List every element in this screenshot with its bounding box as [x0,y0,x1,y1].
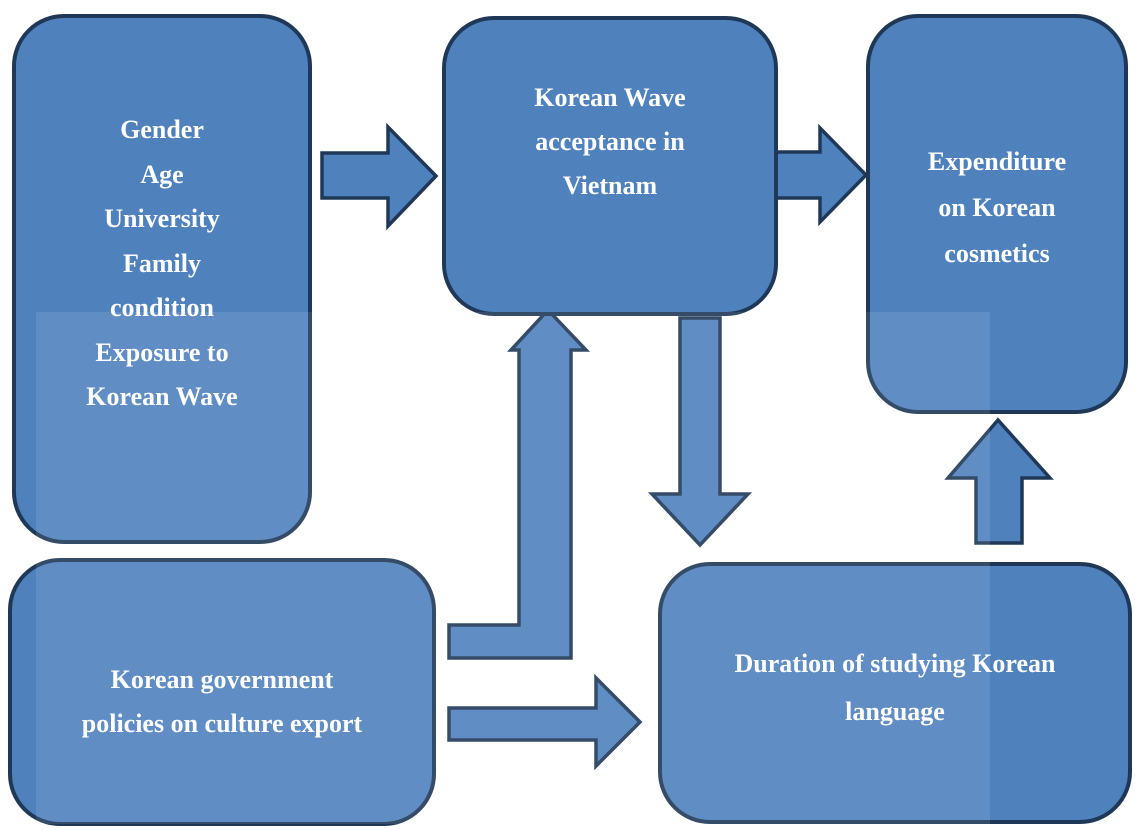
factors-line: Family [123,248,201,278]
duration-line: Duration of studying Korean [734,649,1056,678]
expenditure-line: Expenditure [927,147,1067,176]
expenditure-line: on Korean [938,193,1056,222]
arrow-policy-to-duration [447,673,643,771]
policy-line: policies on culture export [81,709,363,738]
policy-lines: Korean government policies on culture ex… [82,658,362,746]
factors-lines: Gender Age University Family condition E… [86,108,237,420]
government-policy-box: Korean government policies on culture ex… [8,558,436,826]
factors-line: Korean Wave [86,382,238,412]
expenditure-line: cosmetics [944,239,1050,268]
factors-line: Exposure to [95,337,229,367]
kwave-line: acceptance in [535,127,685,156]
kwave-line: Vietnam [562,171,658,200]
duration-line: language [845,697,945,726]
kwave-lines: Korean Wave acceptance in Vietnam [534,76,685,208]
kwave-line: Korean Wave [534,83,686,112]
arrow-duration-to-expenditure [944,417,1054,545]
study-duration-box: Duration of studying Korean language [658,562,1132,824]
factors-line: University [104,204,220,234]
arrow-policy-to-kwave [447,307,591,660]
arrow-factors-to-kwave [320,122,439,231]
expenditure-box: Expenditure on Korean cosmetics [866,14,1128,414]
duration-lines: Duration of studying Korean language [735,640,1056,736]
factors-line: Gender [120,115,204,145]
factors-box: Gender Age University Family condition E… [12,14,312,544]
factors-line: condition [109,293,215,323]
arrow-kwave-to-duration [647,316,753,548]
korean-wave-acceptance-box: Korean Wave acceptance in Vietnam [442,16,778,316]
expenditure-lines: Expenditure on Korean cosmetics [928,139,1066,277]
policy-line: Korean government [110,665,334,694]
factors-line: Age [140,159,184,189]
